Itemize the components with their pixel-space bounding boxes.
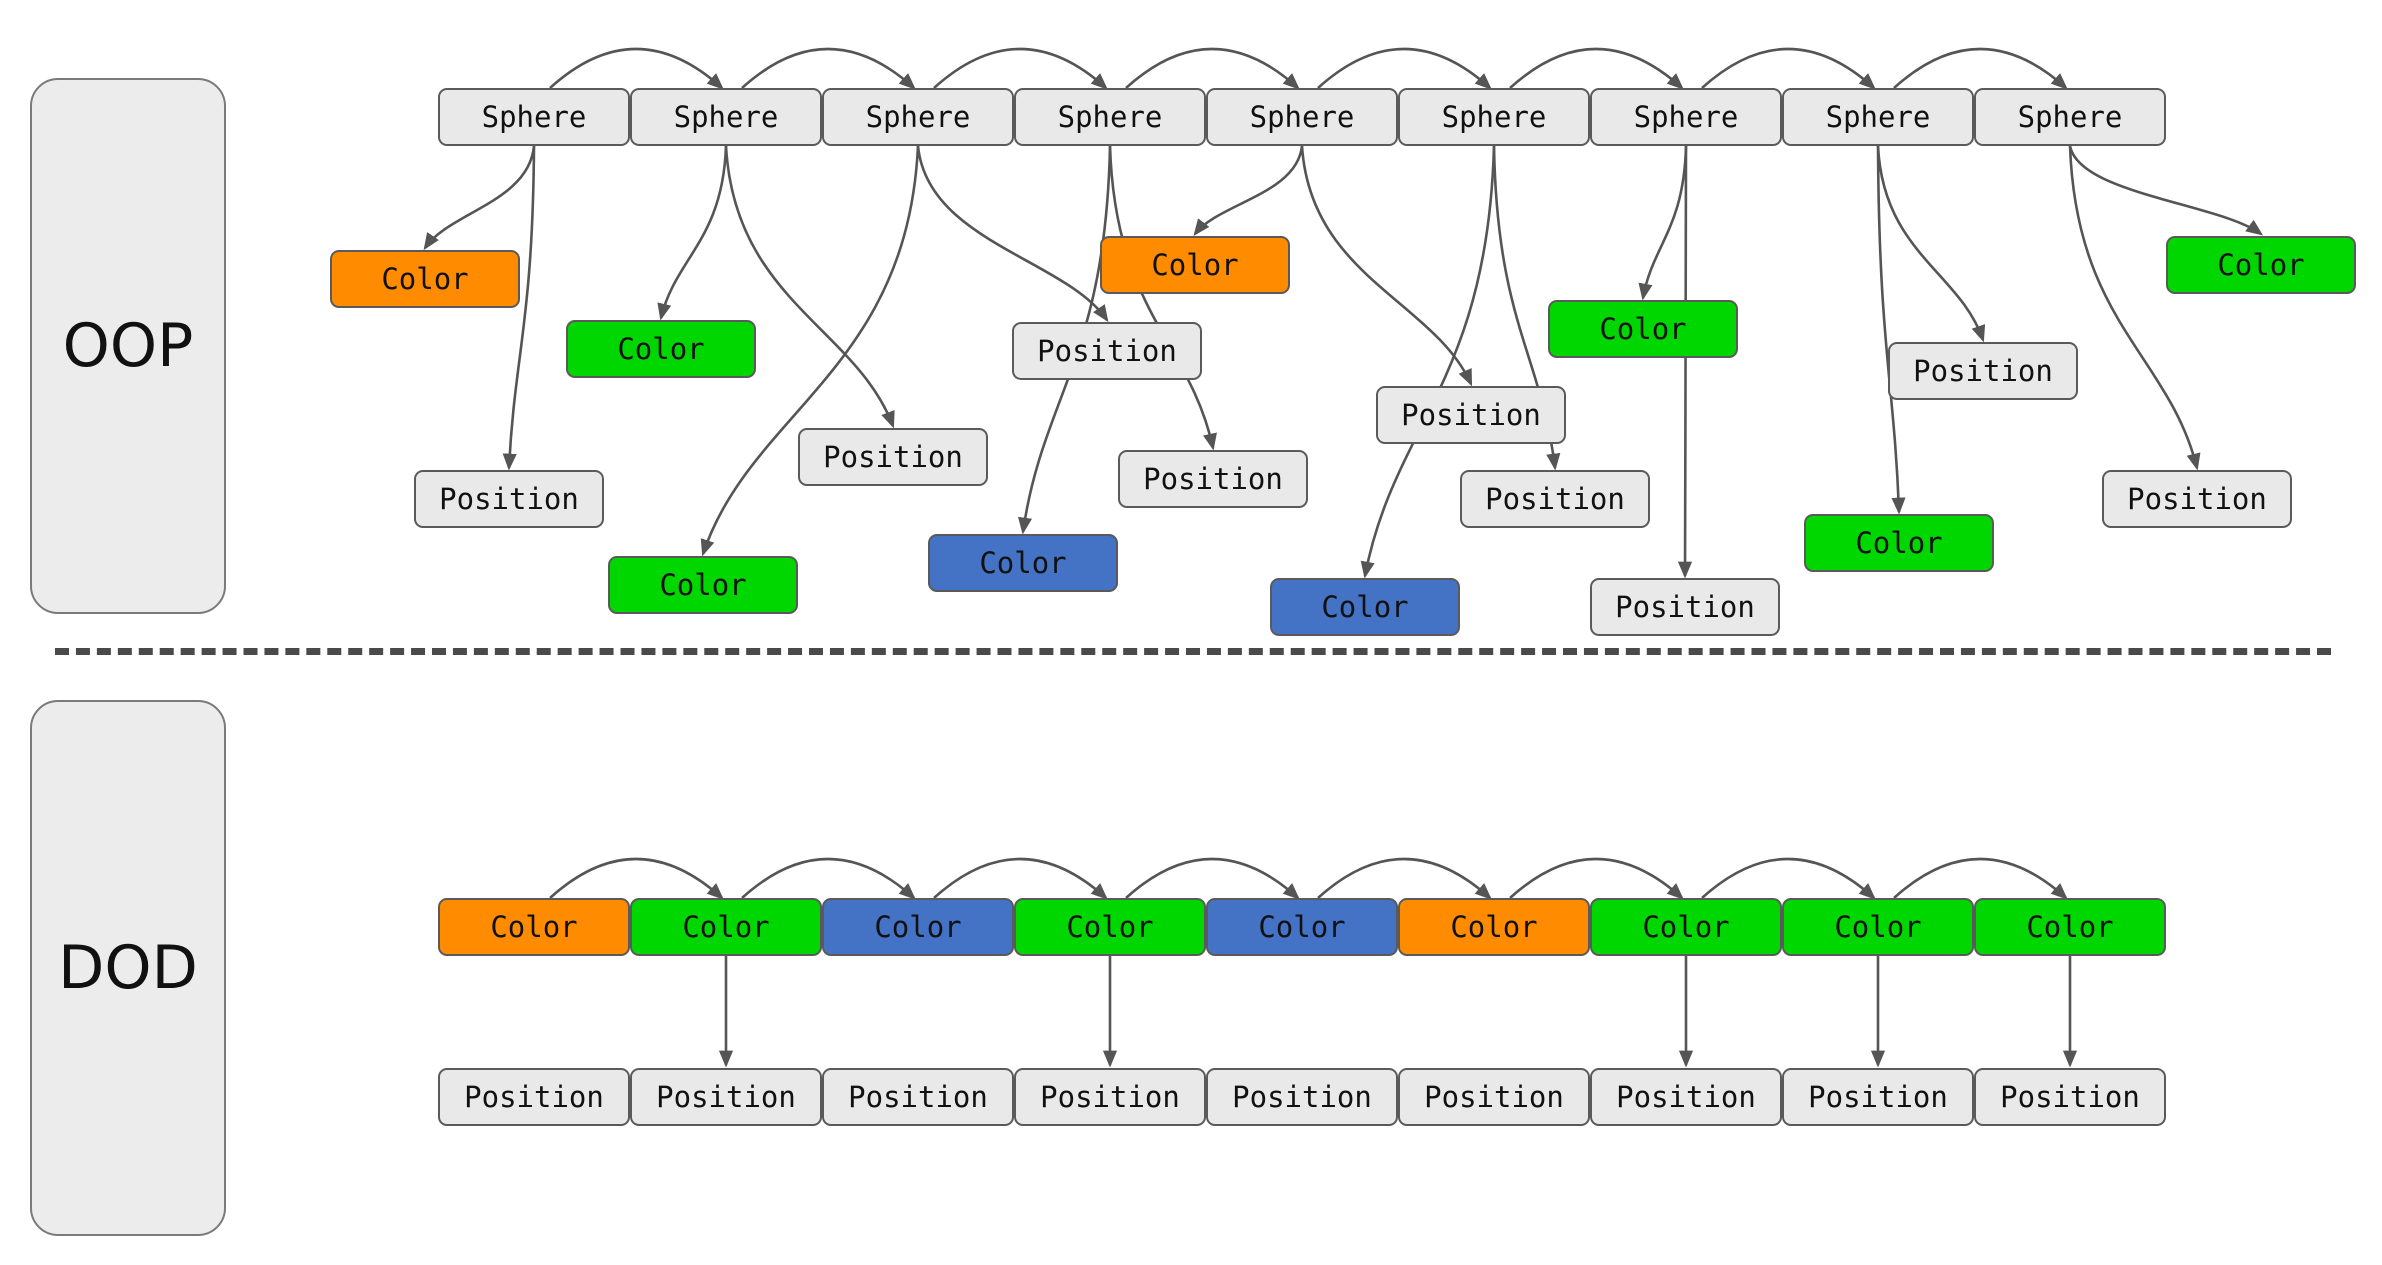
- position-box: Position: [1012, 322, 1202, 380]
- position-box: Position: [1590, 1068, 1782, 1126]
- sphere-box: Sphere: [438, 88, 630, 146]
- color-box: Color: [1398, 898, 1590, 956]
- sphere-box: Sphere: [1206, 88, 1398, 146]
- position-box: Position: [1398, 1068, 1590, 1126]
- position-box: Position: [1974, 1068, 2166, 1126]
- position-box: Position: [822, 1068, 1014, 1126]
- color-box: Color: [1782, 898, 1974, 956]
- sphere-box: Sphere: [822, 88, 1014, 146]
- color-box: Color: [1590, 898, 1782, 956]
- sphere-box: Sphere: [1014, 88, 1206, 146]
- color-box: Color: [928, 534, 1118, 592]
- position-box: Position: [1888, 342, 2078, 400]
- position-box: Position: [1782, 1068, 1974, 1126]
- position-box: Position: [438, 1068, 630, 1126]
- section-divider: [55, 648, 2331, 655]
- oop-section-label: OOP: [30, 78, 226, 614]
- sphere-box: Sphere: [1398, 88, 1590, 146]
- color-box: Color: [1014, 898, 1206, 956]
- color-box: Color: [630, 898, 822, 956]
- position-box: Position: [798, 428, 988, 486]
- position-box: Position: [414, 470, 604, 528]
- position-box: Position: [2102, 470, 2292, 528]
- color-box: Color: [822, 898, 1014, 956]
- color-box: Color: [1100, 236, 1290, 294]
- color-box: Color: [438, 898, 630, 956]
- color-box: Color: [608, 556, 798, 614]
- color-box: Color: [1548, 300, 1738, 358]
- position-box: Position: [1206, 1068, 1398, 1126]
- sphere-box: Sphere: [1590, 88, 1782, 146]
- color-box: Color: [1206, 898, 1398, 956]
- position-box: Position: [630, 1068, 822, 1126]
- dod-section-label: DOD: [30, 700, 226, 1236]
- position-box: Position: [1014, 1068, 1206, 1126]
- color-box: Color: [1974, 898, 2166, 956]
- sphere-box: Sphere: [1974, 88, 2166, 146]
- color-box: Color: [1804, 514, 1994, 572]
- color-box: Color: [566, 320, 756, 378]
- position-box: Position: [1118, 450, 1308, 508]
- position-box: Position: [1376, 386, 1566, 444]
- sphere-box: Sphere: [630, 88, 822, 146]
- position-box: Position: [1590, 578, 1780, 636]
- color-box: Color: [330, 250, 520, 308]
- position-box: Position: [1460, 470, 1650, 528]
- color-box: Color: [1270, 578, 1460, 636]
- color-box: Color: [2166, 236, 2356, 294]
- sphere-box: Sphere: [1782, 88, 1974, 146]
